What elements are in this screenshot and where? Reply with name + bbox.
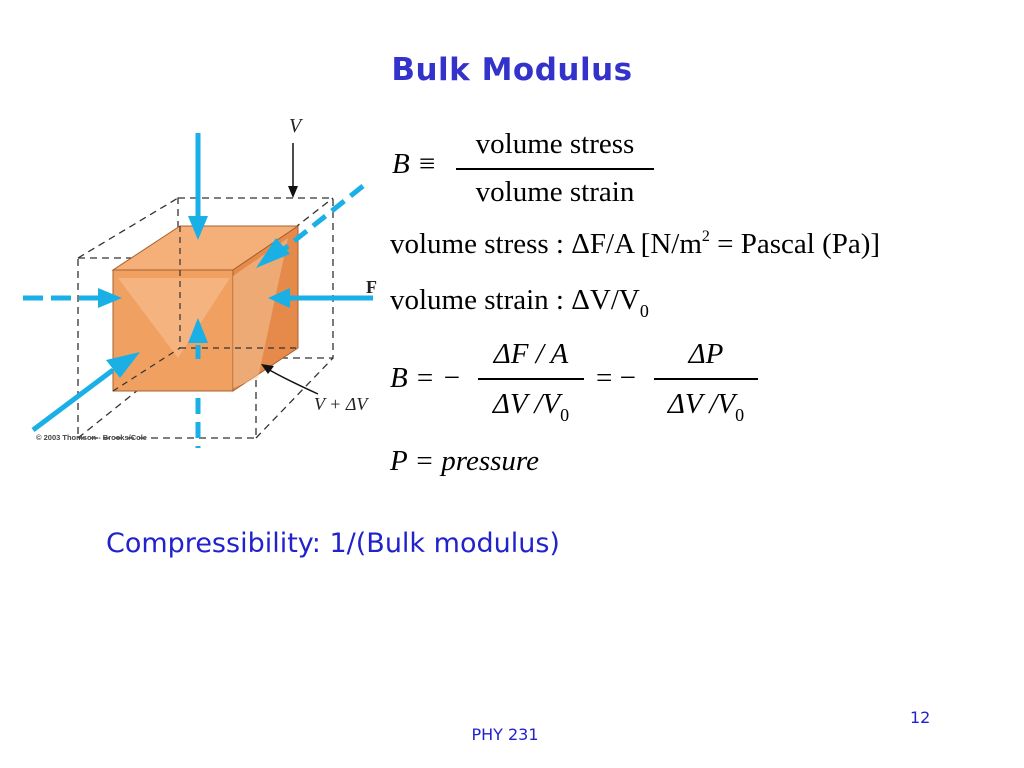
label-force: F [366,277,377,297]
b-lhs: B = − [390,362,462,394]
slide-title: Bulk Modulus [391,52,633,88]
strain-line: volume strain : ΔV/V0 [390,284,649,321]
page-number: 12 [910,708,931,727]
f1-numerator: ΔF / A [493,338,569,370]
compressibility-note: Compressibility: 1/(Bulk modulus) [106,528,560,559]
bulk-modulus-figure: V F V + ΔV © 2003 Thomson - Brooks/Cole [18,108,398,453]
def-numerator: volume stress [475,128,635,160]
hidden-edges [112,226,298,392]
mid-equals: = − [596,362,636,394]
def-lhs: B ≡ [392,148,437,180]
figure-copyright: © 2003 Thomson - Brooks/Cole [36,433,147,442]
def-fraction-bar [456,168,654,170]
f1-fraction-bar [478,378,584,380]
pressure-definition: P = pressure [390,445,539,477]
stress-line: volume stress : ΔF/A [N/m2 = Pascal (Pa)… [390,228,881,260]
f1-denominator: ΔV /V0 [492,388,570,425]
f2-numerator: ΔP [688,338,724,370]
label-v-top: V [289,115,304,137]
label-pointers [261,143,319,395]
f2-denominator: ΔV /V0 [667,388,745,425]
compressed-cube [111,225,300,392]
force-arrows [23,133,373,448]
cube-diagram: V F V + ΔV © 2003 Thomson - Brooks/Cole [23,115,377,448]
def-denominator: volume strain [475,176,635,208]
label-v-bottom: V + ΔV [314,394,369,414]
f2-fraction-bar [654,378,758,380]
footer-course: PHY 231 [471,725,539,744]
